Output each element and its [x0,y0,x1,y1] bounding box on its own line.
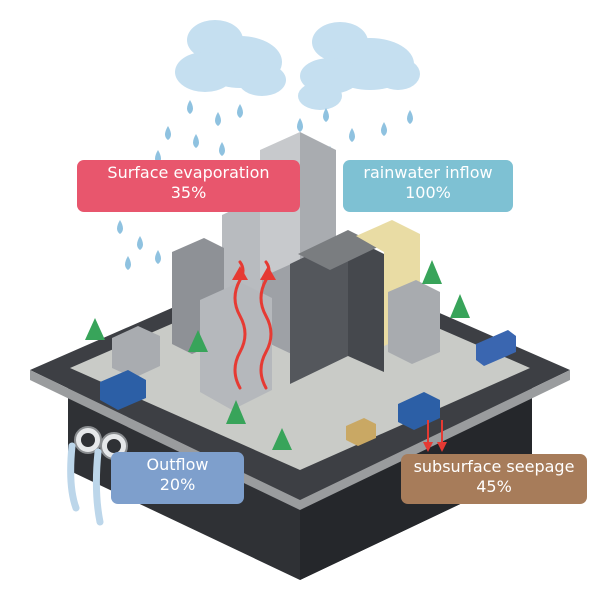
tree-icon [85,260,470,450]
rain-cloud-icon [175,20,286,96]
subsurface-seepage-value: 45% [476,477,512,496]
drain-pipe-icon [67,426,128,526]
evaporation-arrow-icon [232,266,276,280]
outflow-name: Outflow [146,455,209,474]
rain-cloud-icon [298,22,420,110]
outflow-label: Outflow 20% [111,452,244,504]
rainwater-inflow-label: rainwater inflow 100% [343,160,513,212]
buildings [112,132,440,410]
rainwater-inflow-name: rainwater inflow [363,163,493,182]
surface-evaporation-value: 35% [170,183,207,202]
surface-evaporation-label: Surface evaporation 35% [77,160,300,212]
subsurface-seepage-label: subsurface seepage 45% [401,454,587,504]
seepage-arrow-icon [423,420,447,452]
subsurface-seepage-name: subsurface seepage [413,457,575,476]
truck-icon [100,370,440,446]
bus-icon [476,330,516,366]
outflow-value: 20% [159,475,196,494]
surface-evaporation-name: Surface evaporation [107,163,270,182]
rainwater-inflow-value: 100% [405,183,451,202]
